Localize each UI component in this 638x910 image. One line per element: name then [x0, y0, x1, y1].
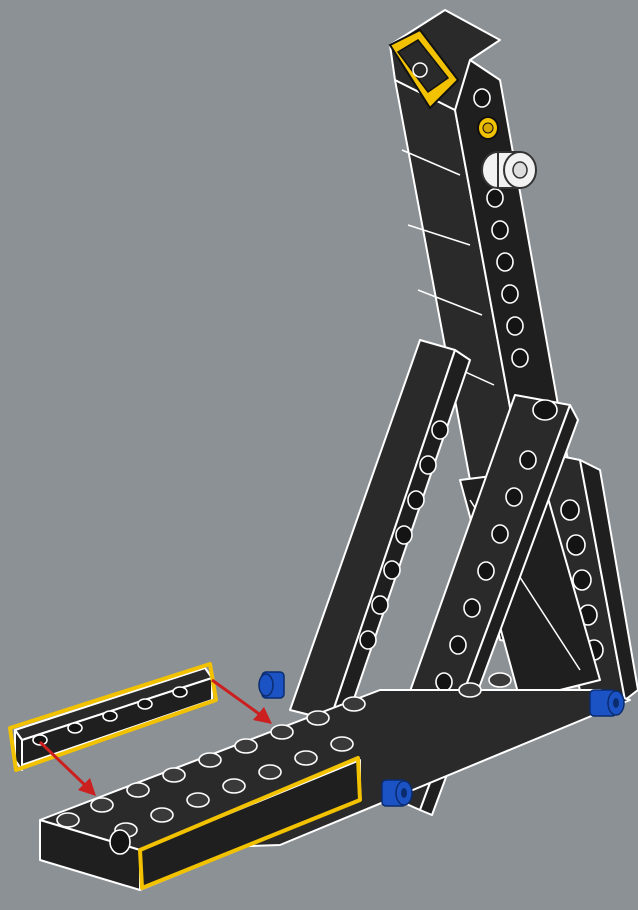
blue-pin-icon — [259, 672, 284, 698]
yellow-pin-icon — [478, 117, 498, 139]
blue-pin-icon — [382, 780, 412, 806]
blue-pin-icon — [590, 690, 624, 716]
floating-plate-part — [10, 664, 216, 770]
white-bush-icon — [482, 152, 536, 188]
